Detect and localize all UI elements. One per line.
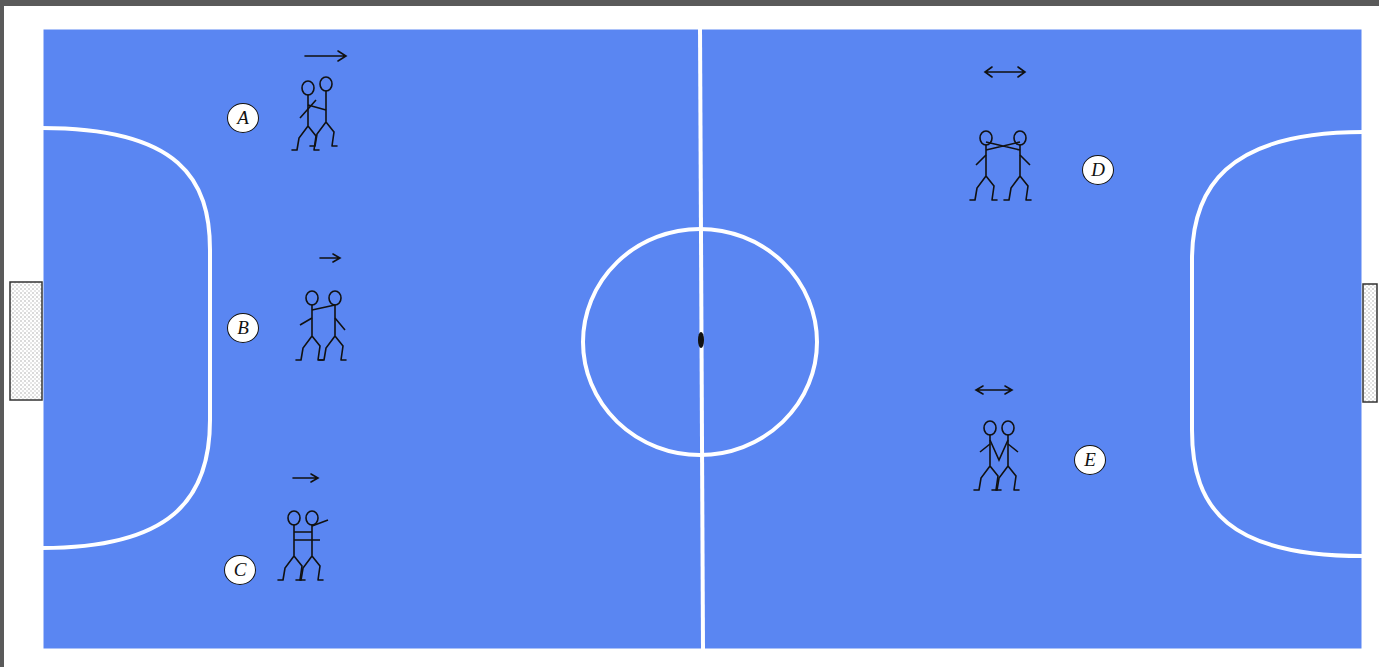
- callout-letter: C: [224, 555, 256, 585]
- left-goal: [10, 282, 42, 400]
- centre-circle: [583, 229, 817, 455]
- left-frame: [0, 0, 4, 667]
- top-frame: [0, 0, 1379, 6]
- right-goal: [1363, 284, 1377, 402]
- movement-arrows: [293, 51, 1025, 482]
- player-figures: [278, 77, 1031, 580]
- playing-surface: [42, 28, 1363, 650]
- left-penalty-area: [42, 128, 210, 548]
- callout-letter: E: [1074, 445, 1106, 475]
- right-penalty-area: [1192, 132, 1363, 556]
- centre-spot: [698, 332, 704, 348]
- callout-letter: A: [227, 103, 259, 133]
- callout-letter: B: [227, 313, 259, 343]
- callout-letter: D: [1082, 155, 1114, 185]
